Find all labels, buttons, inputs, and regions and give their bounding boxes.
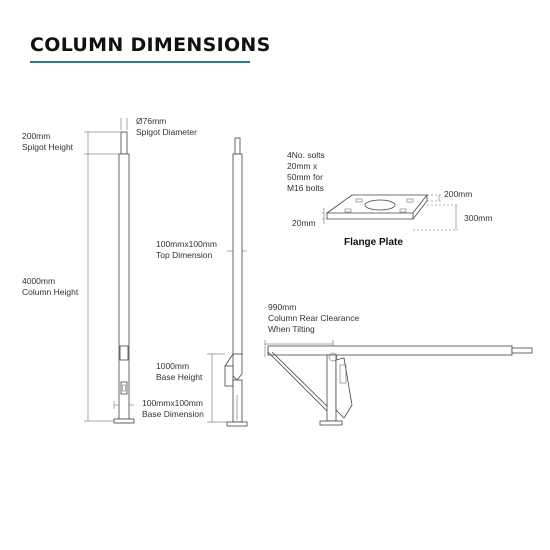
solts-line-1: 4No. solts	[287, 150, 325, 160]
column-height-text: Column Height	[22, 287, 79, 297]
base-height-dim: 1000mm Base Height	[156, 353, 227, 423]
spigot-height-text: Spigot Height	[22, 142, 74, 152]
clearance-value: 990mm	[268, 302, 296, 312]
page-title: COLUMN DIMENSIONS	[30, 34, 271, 56]
column-height-value: 4000mm	[22, 276, 55, 286]
base-height-text: Base Height	[156, 372, 203, 382]
base-dimension-dim: 100mmx100mm Base Dimension	[113, 398, 204, 419]
flange-plate-group: 4No. solts 20mm x 50mm for M16 bolts 200…	[287, 150, 492, 248]
flange-20-label: 20mm	[292, 218, 316, 228]
top-dimension-value: 100mmx100mm	[156, 239, 217, 249]
spigot-height-dim: 200mm Spigot Height	[22, 131, 121, 155]
spigot-diameter-value: Ø76mm	[136, 116, 166, 126]
solts-line-2: 20mm x	[287, 161, 318, 171]
tilted-pole-view: 990mm Column Rear Clearance When Tilting	[264, 302, 533, 426]
spigot-diameter-dim: Ø76mm Spigot Diameter	[120, 116, 197, 137]
top-dimension-dim: 100mmx100mm Top Dimension	[156, 239, 247, 260]
flange-plate-title: Flange Plate	[344, 237, 403, 248]
flange-300-label: 300mm	[464, 213, 492, 223]
spigot-diameter-text: Spigot Diameter	[136, 127, 197, 137]
title-underline	[30, 61, 250, 63]
solts-line-3: 50mm for	[287, 172, 323, 182]
pole-side-view	[224, 137, 248, 427]
flange-200-label: 200mm	[444, 189, 472, 199]
base-dimension-value: 100mmx100mm	[142, 398, 203, 408]
clearance-line-1: Column Rear Clearance	[268, 313, 359, 323]
pole-front-view	[113, 131, 135, 424]
top-dimension-text: Top Dimension	[156, 250, 212, 260]
clearance-line-2: When Tilting	[268, 324, 315, 334]
spigot-height-value: 200mm	[22, 131, 50, 141]
base-dimension-text: Base Dimension	[142, 409, 204, 419]
solts-line-4: M16 bolts	[287, 183, 324, 193]
column-height-dim: 4000mm Column Height	[22, 154, 114, 422]
base-height-value: 1000mm	[156, 361, 189, 371]
